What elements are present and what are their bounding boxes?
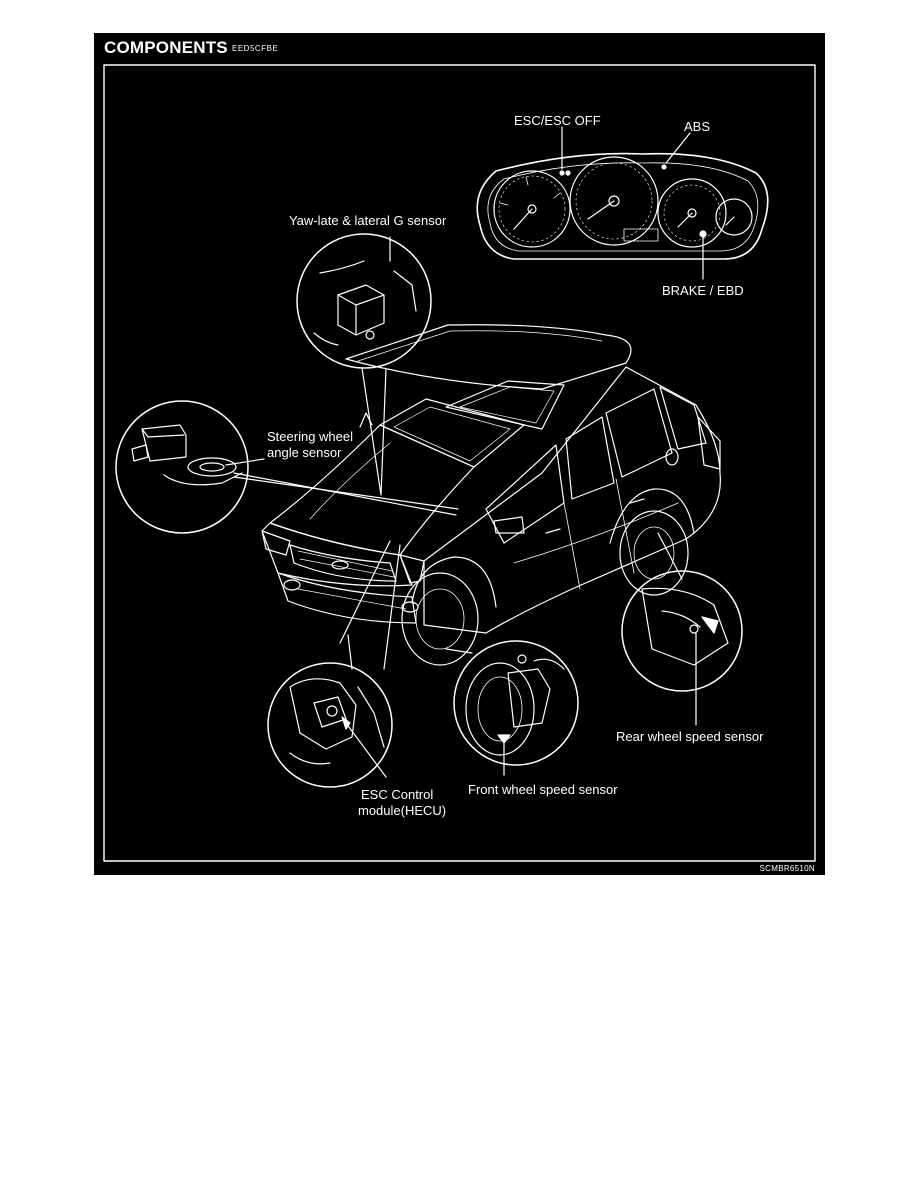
- label-steering-wheel-line2: angle sensor: [267, 445, 342, 460]
- steering-angle-sensor-inset: [115, 400, 459, 534]
- front-wheel-sensor-inset: [445, 640, 579, 776]
- label-yaw-lateral-g-sensor: Yaw-late & lateral G sensor: [289, 213, 447, 228]
- label-front-wheel-speed-sensor: Front wheel speed sensor: [468, 782, 618, 797]
- section-title: COMPONENTS: [104, 38, 228, 57]
- rear-wheel-sensor-inset: [621, 532, 743, 726]
- label-brake-ebd: BRAKE / EBD: [662, 283, 744, 298]
- esc-components-diagram: [103, 64, 816, 862]
- label-abs: ABS: [684, 119, 711, 134]
- esc-module-inset: [267, 540, 401, 788]
- label-rear-wheel-speed-sensor: Rear wheel speed sensor: [616, 729, 764, 744]
- yaw-sensor-inset: [296, 233, 432, 496]
- label-esc-control-module-line2: module(HECU): [358, 803, 447, 818]
- section-code: EED5CFBE: [232, 44, 279, 53]
- vehicle-illustration: [261, 324, 721, 666]
- label-esc-control-module-line1: ESC Control: [361, 787, 434, 802]
- label-steering-wheel-line1: Steering wheel: [267, 429, 353, 444]
- instrument-cluster-illustration: [476, 126, 769, 280]
- label-esc-esc-off: ESC/ESC OFF: [514, 113, 601, 128]
- inner-frame: [103, 64, 816, 862]
- figure-code: SCMBR6510N: [759, 864, 815, 873]
- components-figure-panel: COMPONENTS EED5CFBE ESC/ESC OFF ABS BRAK…: [94, 33, 825, 875]
